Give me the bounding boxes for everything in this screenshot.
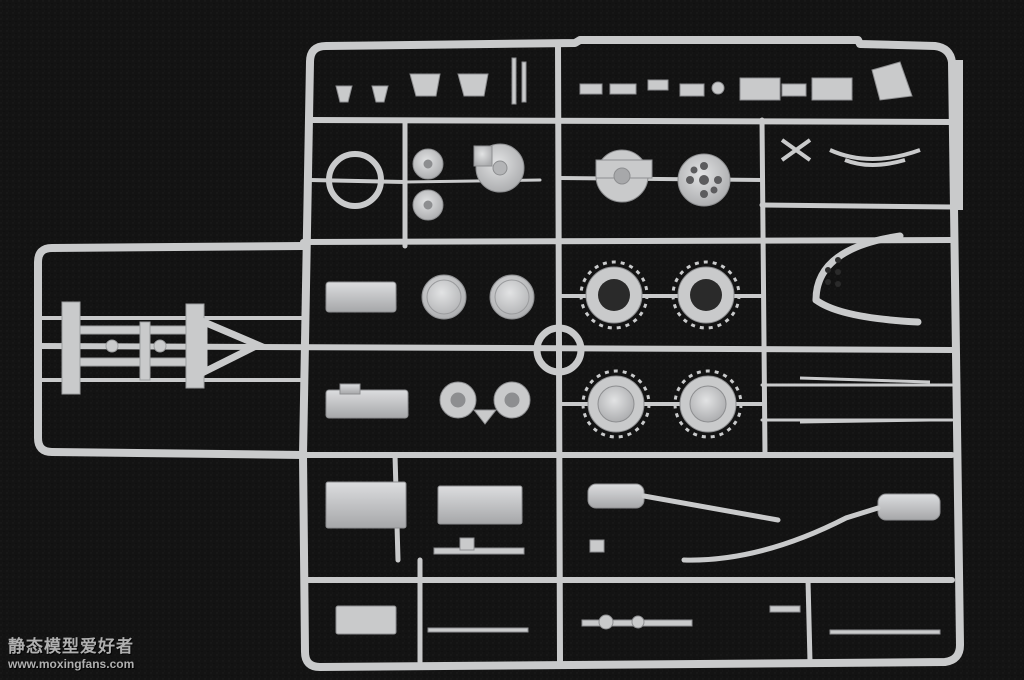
small-parts-top-row (335, 57, 913, 105)
sprockets-small (412, 148, 444, 221)
sprue-frame (34, 36, 964, 671)
leaf-spring-part (780, 138, 921, 167)
watermark-url: www.moxingfans.com (8, 657, 135, 671)
steering-knuckles (439, 381, 531, 425)
road-wheel-hub (677, 153, 731, 207)
drive-sprockets (579, 260, 743, 439)
differential-housing-part (473, 143, 525, 193)
tie-rods (799, 376, 931, 424)
exhaust-pipe (641, 493, 881, 563)
arch-holes (825, 257, 841, 287)
gearbox-part-upper (595, 149, 653, 203)
watermark-site-name: 静态模型爱好者 (8, 637, 134, 657)
center-ring (533, 324, 585, 376)
small-parts-lower (335, 537, 941, 635)
chassis-frame-part (61, 301, 267, 395)
hub-caps (421, 274, 535, 320)
sprue-code-plate (953, 60, 963, 210)
fuel-tank-parts (325, 481, 523, 529)
muffler-parts (587, 483, 941, 521)
engine-block-part (325, 281, 409, 419)
engine-ring-part (326, 151, 384, 209)
watermark: 静态模型爱好者 www.moxingfans.com (8, 638, 168, 676)
